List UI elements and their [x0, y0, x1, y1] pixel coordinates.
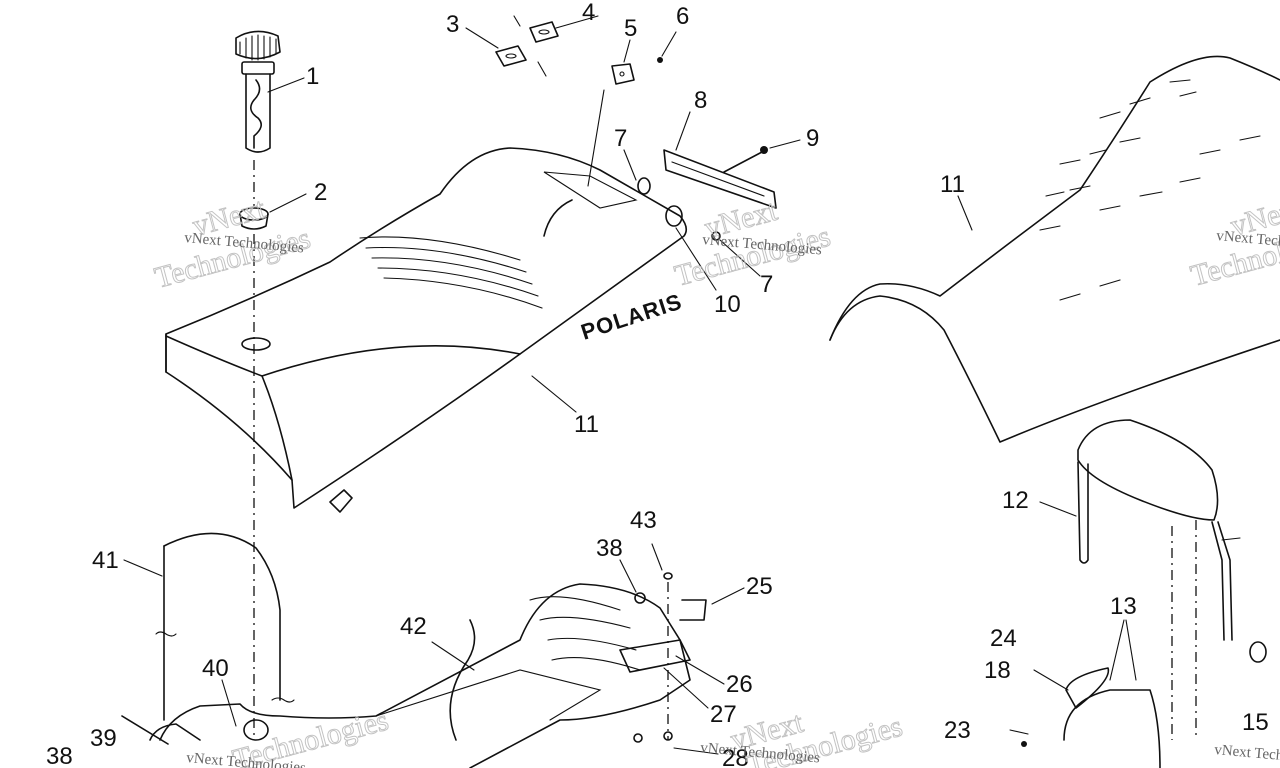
callout-38-upper: 38	[596, 535, 623, 562]
bracket-8[interactable]	[663, 149, 777, 209]
callout-42: 42	[400, 613, 427, 640]
callout-9: 9	[806, 125, 819, 152]
tank-chassis[interactable]	[121, 583, 707, 768]
callout-7-upper: 7	[614, 125, 627, 152]
watermark-bottom-left: Technologies vNext Technologies	[186, 703, 393, 768]
spacer-7-lower[interactable]	[711, 231, 721, 241]
callout-25: 25	[746, 573, 773, 600]
screw-6[interactable]	[657, 57, 663, 63]
fastener-28[interactable]	[633, 731, 673, 743]
callout-6: 6	[676, 3, 689, 30]
callout-38-lower: 38	[46, 743, 73, 768]
plate-3[interactable]	[495, 45, 527, 67]
shield-41[interactable]	[155, 532, 295, 721]
callout-39: 39	[90, 725, 117, 752]
callout-2: 2	[314, 179, 327, 206]
polaris-logo: POLARIS	[578, 289, 685, 345]
callout-10: 10	[714, 291, 741, 318]
nut-38-upper[interactable]	[634, 592, 646, 604]
callout-labels: 1 2 3 4 5 6 7 8 9 10 7 11 11 12 13 15 18…	[46, 0, 1269, 768]
callout-11-left: 11	[574, 411, 599, 438]
callout-41: 41	[92, 547, 119, 574]
callout-24: 24	[990, 625, 1017, 652]
callout-40: 40	[202, 655, 229, 682]
callout-43: 43	[630, 507, 657, 534]
callout-8: 8	[694, 87, 707, 114]
spacer-7-upper[interactable]	[637, 177, 651, 195]
plate-5[interactable]	[611, 63, 635, 85]
screw-lines	[513, 15, 547, 77]
screw-43[interactable]	[663, 572, 673, 740]
callout-7-lower: 7	[760, 271, 773, 298]
callout-1: 1	[306, 63, 319, 90]
callout-3: 3	[446, 11, 459, 38]
callout-27: 27	[710, 701, 737, 728]
backrest[interactable]	[1009, 419, 1267, 768]
callout-5: 5	[624, 15, 637, 42]
watermark-left: vNext Technologies vNext Technologies	[151, 191, 315, 295]
callout-12: 12	[1002, 487, 1029, 514]
leader-lines	[123, 15, 1241, 755]
callout-4: 4	[582, 0, 595, 26]
seat-cover-right[interactable]	[829, 55, 1280, 443]
svg-text:vNext Technologies: vNext Technologies	[1214, 742, 1280, 768]
watermark-bottom-right: vNext Technologies	[1214, 742, 1280, 768]
plate-4[interactable]	[529, 21, 559, 43]
grommet[interactable]	[239, 207, 269, 230]
callout-23: 23	[944, 717, 971, 744]
fuel-cap-gauge[interactable]	[235, 30, 281, 153]
callout-11-right: 11	[940, 171, 965, 198]
callout-15: 15	[1242, 709, 1269, 736]
spacer-10[interactable]	[665, 205, 683, 227]
callout-26: 26	[726, 671, 753, 698]
callout-18: 18	[984, 657, 1011, 684]
watermark-right: vNext Technologies vNext Technologies	[1187, 191, 1280, 293]
bolt-9[interactable]	[723, 146, 768, 173]
watermark-center: vNext Technologies vNext Technologies	[671, 193, 835, 293]
callout-28: 28	[722, 745, 749, 768]
callout-13: 13	[1110, 593, 1137, 620]
